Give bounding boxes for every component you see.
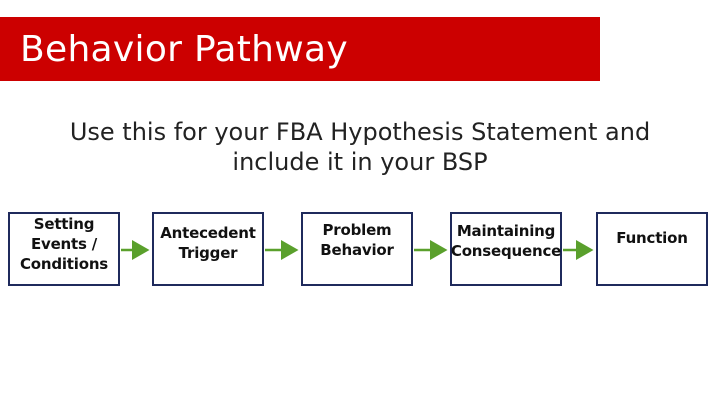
node-label-line: Consequence bbox=[450, 242, 562, 260]
node-function: Function bbox=[596, 212, 708, 286]
node-label-line: Conditions bbox=[19, 255, 109, 273]
slide-title: Behavior Pathway bbox=[20, 29, 348, 70]
node-label-line: Trigger bbox=[178, 244, 238, 262]
subtitle: Use this for your FBA Hypothesis Stateme… bbox=[40, 117, 680, 177]
node-label-line: Function bbox=[616, 229, 688, 247]
node-label: Function bbox=[616, 228, 688, 248]
node-antecedent-trigger: Antecedent Trigger bbox=[152, 212, 264, 286]
node-label: Maintaining Consequence bbox=[451, 221, 561, 261]
node-label-line: Maintaining bbox=[456, 222, 556, 240]
node-label-line: Setting bbox=[33, 215, 95, 233]
node-label: Problem Behavior bbox=[320, 220, 394, 260]
node-label-line: Behavior bbox=[320, 241, 394, 259]
title-bar: Behavior Pathway bbox=[0, 17, 600, 81]
subtitle-line-2: include it in your BSP bbox=[232, 148, 488, 176]
node-label: Setting Events / Conditions bbox=[20, 214, 108, 274]
node-maintaining-consequence: Maintaining Consequence bbox=[450, 212, 562, 286]
node-label-line: Problem bbox=[322, 221, 392, 239]
node-label: Antecedent Trigger bbox=[160, 223, 256, 263]
subtitle-line-1: Use this for your FBA Hypothesis Stateme… bbox=[69, 118, 651, 146]
node-label-line: Events / bbox=[30, 235, 98, 253]
node-problem-behavior: Problem Behavior bbox=[301, 212, 413, 286]
node-setting-events: Setting Events / Conditions bbox=[8, 212, 120, 286]
node-label-line: Antecedent bbox=[160, 224, 256, 242]
